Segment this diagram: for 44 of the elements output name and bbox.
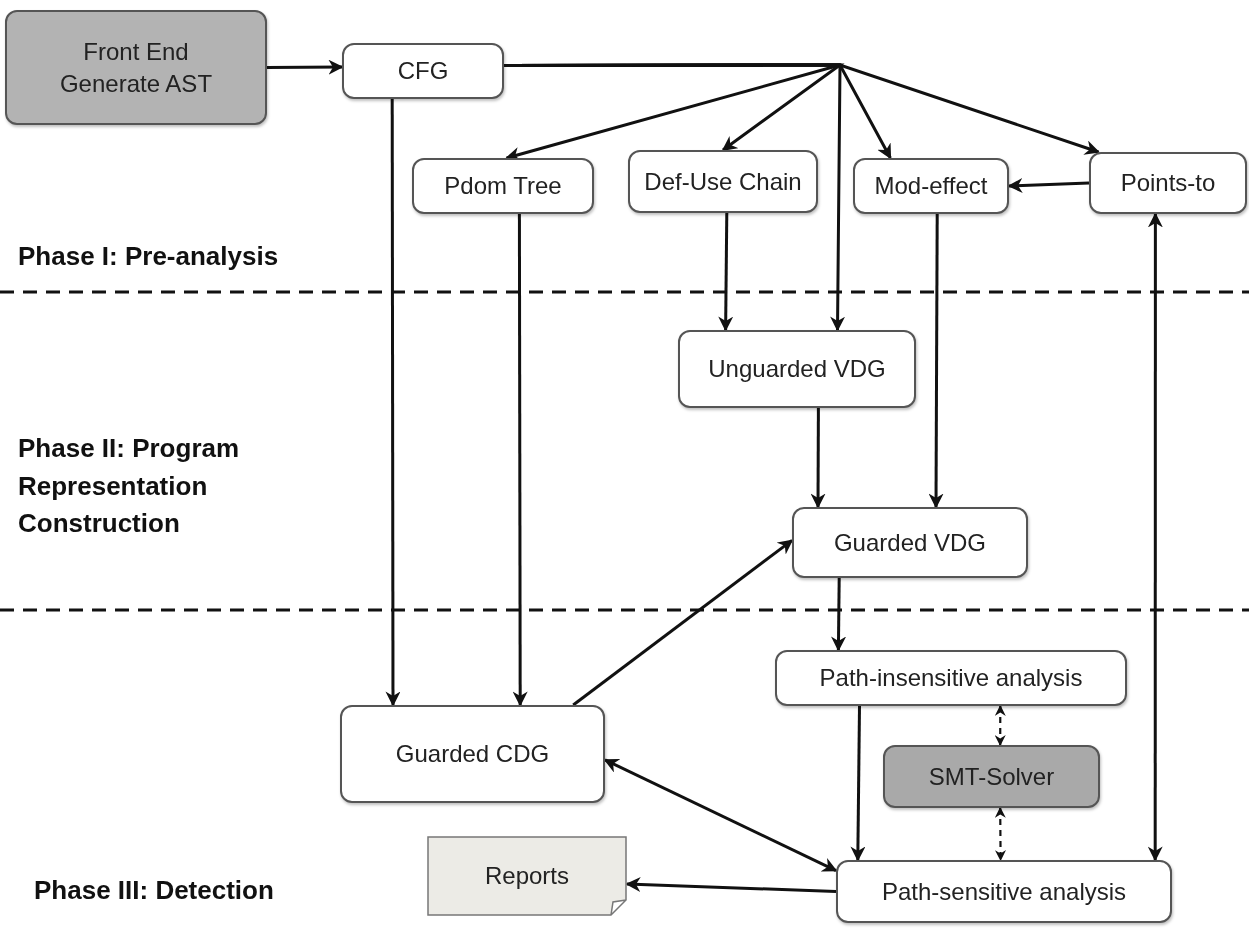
arrow <box>1007 178 1090 193</box>
node-label: Path-insensitive analysis <box>819 663 1083 694</box>
arrow <box>267 59 344 75</box>
phase-label: Phase I: Pre-analysis <box>18 240 280 273</box>
node-label: Guarded VDG <box>833 527 987 558</box>
phase-label: Phase II: Program Representation Construction <box>18 432 241 541</box>
phase-label: Phase III: Detection <box>34 874 275 907</box>
node-label: Guarded CDG <box>395 739 550 770</box>
node-label: SMT-Solver <box>928 761 1055 792</box>
arrow <box>625 877 837 893</box>
arrow <box>1147 212 1163 862</box>
process-box <box>340 705 605 803</box>
process-box <box>883 745 1100 808</box>
process-box <box>775 650 1127 706</box>
process-box <box>836 860 1172 923</box>
node-label: Unguarded VDG <box>708 354 886 385</box>
node-label: Mod-effect <box>874 171 988 202</box>
process-box <box>792 507 1028 578</box>
process-box <box>5 10 267 125</box>
node-label: Path-sensitive analysis <box>881 876 1127 907</box>
node-label: CFG <box>397 56 449 87</box>
node-label: Reports <box>484 861 569 892</box>
dashed-arrow <box>994 806 1006 862</box>
process-box <box>628 150 818 213</box>
arrow <box>810 408 826 509</box>
arrow <box>831 578 847 652</box>
arrow <box>718 213 734 332</box>
node-label: Front End Generate AST <box>58 37 214 99</box>
note-shape <box>427 836 627 916</box>
process-box <box>678 330 916 408</box>
arrow <box>850 706 866 862</box>
process-box <box>412 158 594 214</box>
node-label: Points-to <box>1120 168 1216 199</box>
dashed-arrow <box>994 704 1006 747</box>
process-box <box>342 43 504 99</box>
arrow <box>572 539 794 707</box>
process-box <box>853 158 1009 214</box>
arrow <box>603 758 838 873</box>
arrow <box>512 214 528 707</box>
arrow <box>928 214 944 509</box>
node-label: Def-Use Chain <box>644 166 802 197</box>
arrow <box>385 99 401 707</box>
process-box <box>1089 152 1247 214</box>
node-label: Pdom Tree <box>444 171 562 202</box>
